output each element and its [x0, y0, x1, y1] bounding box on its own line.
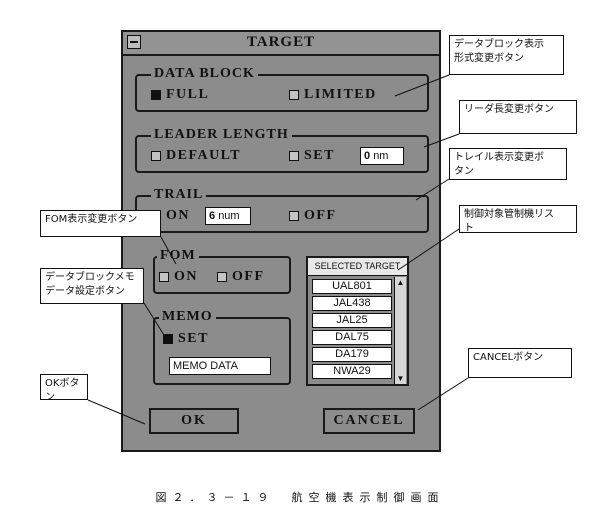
fom-group: FOM ON OFF	[153, 248, 291, 294]
memo-set-label: SET	[178, 331, 209, 346]
leader-length-default-label: DEFAULT	[166, 148, 242, 163]
fom-on-label: ON	[174, 269, 198, 284]
target-dialog: TARGET DATA BLOCK FULL LIMITED LEADER LE…	[121, 30, 441, 452]
checkbox-unchecked-icon	[151, 151, 161, 161]
leader-length-set-option[interactable]: SET	[289, 148, 335, 164]
data-block-group: DATA BLOCK FULL LIMITED	[135, 66, 429, 112]
window-menu-icon[interactable]	[127, 35, 141, 49]
cancel-button-callout: CANCELボタン	[468, 348, 572, 378]
trail-off-label: OFF	[304, 208, 337, 223]
data-block-label: DATA BLOCK	[151, 66, 258, 82]
memo-set-option[interactable]: SET	[163, 331, 209, 347]
checkbox-unchecked-icon	[217, 272, 227, 282]
ok-button-callout: OKボタン	[40, 374, 88, 403]
list-item[interactable]: DA179	[312, 347, 392, 362]
leader-length-label: LEADER LENGTH	[151, 127, 292, 143]
list-item[interactable]: NWA29	[312, 364, 392, 379]
data-block-limited-label: LIMITED	[304, 87, 377, 102]
leader-length-group: LEADER LENGTH DEFAULT SET 0 nm	[135, 127, 429, 173]
memo-label: MEMO	[159, 309, 216, 325]
data-block-full-label: FULL	[166, 87, 210, 102]
figure-caption: 図２．３－１９ 航空機表示制御画面	[155, 491, 445, 504]
checkbox-unchecked-icon	[289, 90, 299, 100]
trail-count-input[interactable]: 6 num	[205, 207, 251, 225]
dialog-title: TARGET	[246, 34, 316, 50]
cancel-button[interactable]: CANCEL	[323, 408, 415, 434]
trail-group: TRAIL ON 6 num OFF	[135, 187, 429, 233]
fom-display-callout: FOM表示変更ボタン	[40, 210, 161, 237]
leader-length-unit: nm	[373, 150, 389, 162]
checkbox-unchecked-icon	[289, 151, 299, 161]
checkbox-unchecked-icon	[289, 211, 299, 221]
title-bar: TARGET	[123, 32, 439, 56]
data-block-limited-option[interactable]: LIMITED	[289, 87, 377, 103]
trail-on-label: ON	[166, 208, 190, 223]
list-item[interactable]: JAL25	[312, 313, 392, 328]
list-item[interactable]: UAL801	[312, 279, 392, 294]
checkbox-unchecked-icon	[159, 272, 169, 282]
checkbox-checked-icon	[151, 90, 161, 100]
leader-length-default-option[interactable]: DEFAULT	[151, 148, 241, 164]
trail-count-value: 6	[209, 210, 216, 222]
fom-off-label: OFF	[232, 269, 265, 284]
scroll-down-arrow-icon[interactable]: ▼	[396, 374, 405, 383]
checkbox-checked-icon	[163, 334, 173, 344]
data-block-format-callout: データブロック表示 形式変更ボタン	[449, 35, 564, 75]
trail-display-callout: トレイル表示変更ボ タン	[449, 148, 567, 180]
trail-count-unit: num	[218, 210, 240, 222]
memo-set-callout: データブロックメモ データ設定ボタン	[40, 268, 144, 304]
memo-group: MEMO SET MEMO DATA	[153, 309, 291, 385]
fom-off-option[interactable]: OFF	[217, 269, 265, 285]
trail-off-option[interactable]: OFF	[289, 208, 337, 224]
fom-label: FOM	[157, 248, 199, 264]
trail-label: TRAIL	[151, 187, 207, 203]
target-list-callout: 制御対象管制機リス ト	[459, 205, 577, 234]
list-scrollbar[interactable]: ▲ ▼	[394, 277, 406, 384]
leader-length-set-label: SET	[304, 148, 335, 163]
memo-data-value: MEMO DATA	[173, 360, 238, 372]
selected-target-list: SELECTED TARGET UAL801 JAL438 JAL25 DAL7…	[306, 256, 409, 386]
data-block-full-option[interactable]: FULL	[151, 87, 209, 103]
list-item[interactable]: JAL438	[312, 296, 392, 311]
leader-length-callout: リーダ長変更ボタン	[459, 100, 577, 134]
scroll-up-arrow-icon[interactable]: ▲	[396, 278, 405, 287]
fom-on-option[interactable]: ON	[159, 269, 198, 285]
ok-button[interactable]: OK	[149, 408, 239, 434]
leader-length-value: 0	[364, 150, 371, 162]
memo-data-input[interactable]: MEMO DATA	[169, 357, 271, 375]
list-item[interactable]: DAL75	[312, 330, 392, 345]
leader-length-input[interactable]: 0 nm	[360, 147, 404, 165]
selected-target-header: SELECTED TARGET	[308, 258, 407, 276]
